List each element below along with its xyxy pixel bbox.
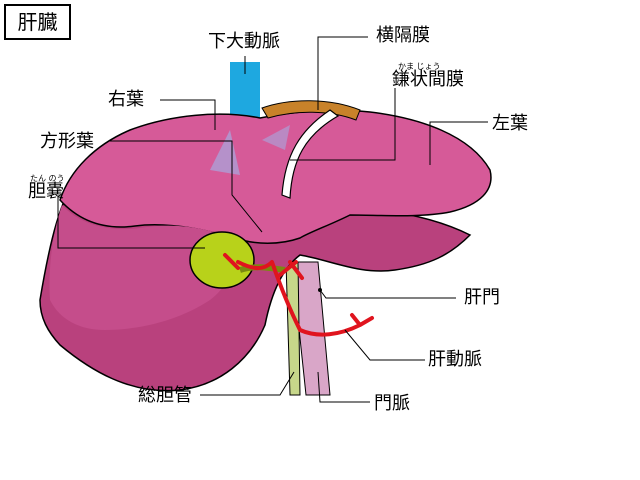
right-lobe-front bbox=[49, 205, 237, 330]
label-left-lobe: 左葉 bbox=[492, 113, 528, 134]
portal-vein bbox=[291, 261, 331, 396]
label-right-lobe: 右葉 bbox=[108, 89, 144, 110]
ruby-falciform-ligament: かま じょう bbox=[398, 62, 441, 71]
label-diaphragm: 横隔膜 bbox=[376, 25, 430, 46]
label-falciform-ligament: 鎌状間膜 bbox=[392, 69, 464, 90]
label-quadrate-lobe: 方形葉 bbox=[40, 131, 94, 152]
leader-lines bbox=[57, 36, 488, 403]
porta-hepatis-arrow bbox=[318, 288, 322, 292]
hepatic-artery bbox=[223, 253, 374, 337]
label-porta-hepatis: 肝門 bbox=[464, 287, 500, 308]
falciform-ligament bbox=[281, 109, 340, 199]
diaphragm bbox=[261, 100, 361, 121]
label-portal-vein: 門脈 bbox=[374, 393, 410, 414]
gallbladder bbox=[189, 231, 255, 289]
ruby-gallbladder: たん のう bbox=[30, 174, 65, 183]
title: 肝臓 bbox=[4, 4, 71, 40]
label-common-bile-duct: 総胆管 bbox=[138, 385, 192, 406]
label-inferior-vena-cava: 下大動脈 bbox=[208, 31, 280, 52]
label-gallbladder: 胆嚢 bbox=[28, 181, 64, 202]
hepatic-vein-hint-2 bbox=[262, 125, 290, 150]
label-hepatic-artery: 肝動脈 bbox=[428, 349, 482, 370]
